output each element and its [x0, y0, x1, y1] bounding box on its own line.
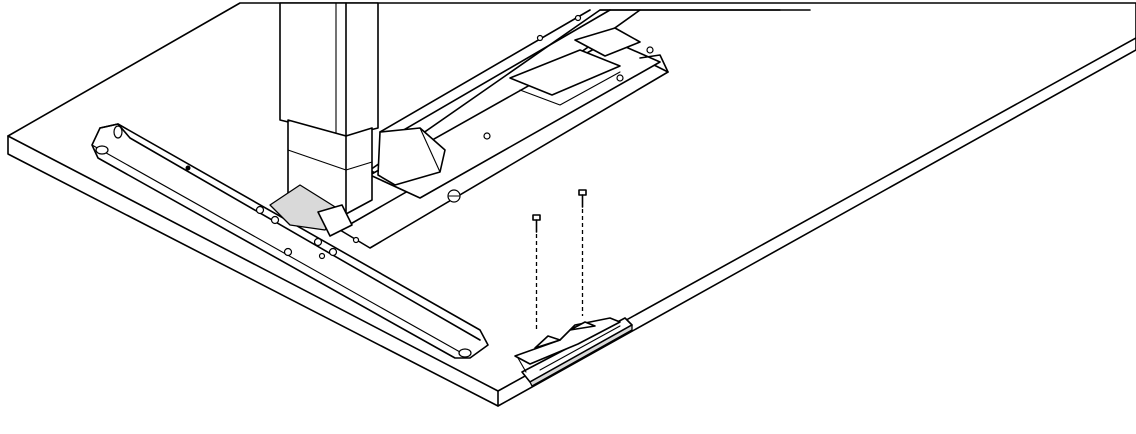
mounting-bracket — [514, 317, 633, 387]
screw-right — [578, 189, 587, 316]
mounting-block — [377, 127, 446, 186]
leg-foot — [91, 123, 489, 359]
leg-column — [279, 2, 379, 215]
screw-left — [532, 214, 541, 330]
